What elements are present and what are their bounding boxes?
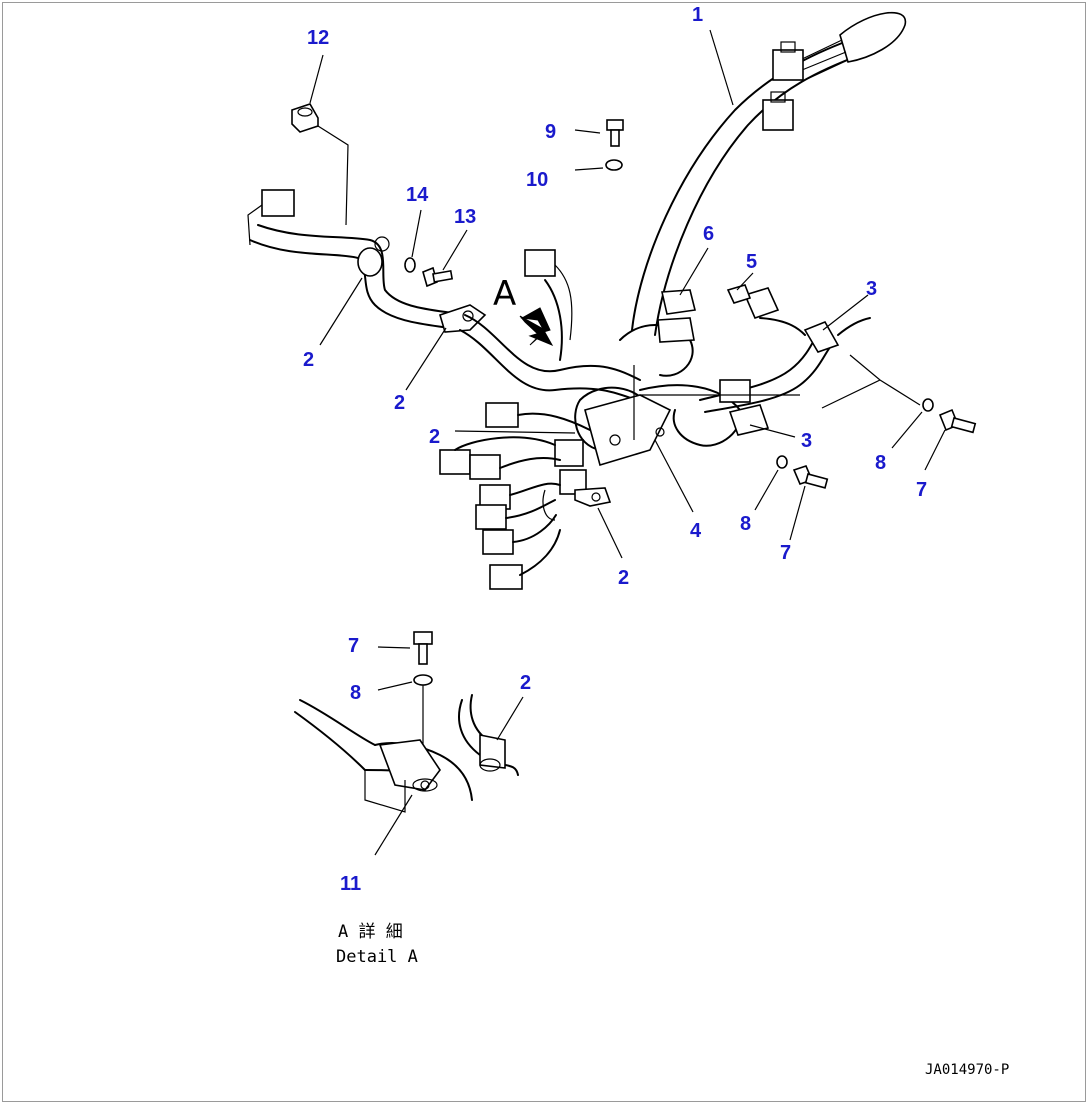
callout-8: 8 [740, 513, 751, 535]
callout-labels: 1 2 2 2 2 2 3 3 4 5 6 7 7 7 8 8 8 9 10 1… [303, 4, 927, 895]
fasteners [291, 103, 977, 489]
art-id: JA014970-P [925, 1062, 1009, 1078]
callout-2: 2 [394, 392, 405, 414]
callout-5: 5 [746, 251, 757, 273]
detail-caption-jp: A 詳 細 [338, 922, 403, 942]
callout-1: 1 [692, 4, 703, 26]
leader-lines [309, 29, 946, 856]
callout-11: 11 [340, 873, 361, 895]
callout-8: 8 [875, 452, 886, 474]
callout-2: 2 [520, 672, 531, 694]
callout-3: 3 [866, 278, 877, 300]
view-arrow-a [519, 307, 554, 347]
callout-2: 2 [303, 349, 314, 371]
callout-3: 3 [801, 430, 812, 452]
callout-13: 13 [454, 206, 476, 228]
callout-7: 7 [780, 542, 791, 564]
callout-6: 6 [703, 223, 714, 245]
detail-caption-en: Detail A [336, 947, 418, 967]
callout-14: 14 [406, 184, 429, 206]
callout-4: 4 [690, 520, 702, 542]
callout-7: 7 [916, 479, 927, 501]
callout-2: 2 [618, 567, 629, 589]
callout-7: 7 [348, 635, 359, 657]
detail-a-view [294, 631, 519, 813]
view-marker-label: A [493, 274, 516, 314]
callout-12: 12 [307, 27, 329, 49]
callout-2: 2 [429, 426, 440, 448]
callout-10: 10 [526, 169, 548, 191]
callout-8: 8 [350, 682, 361, 704]
callout-9: 9 [545, 121, 556, 143]
main-harness [247, 11, 907, 590]
